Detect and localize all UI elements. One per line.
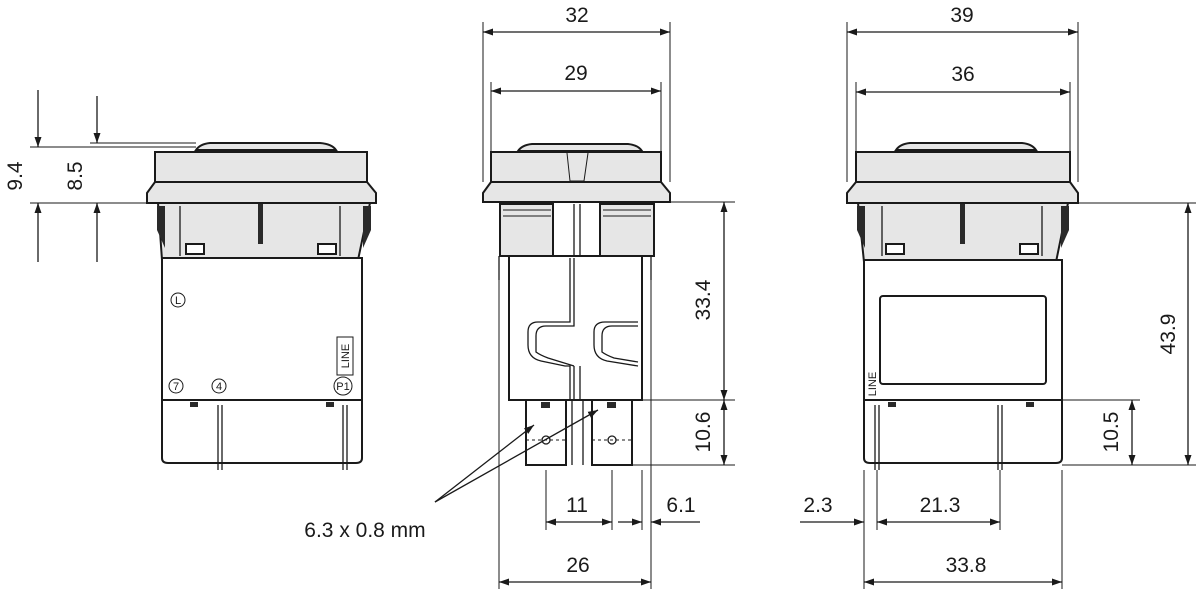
terminal-marker-7 — [168, 378, 184, 394]
dim-total-height-side: 9.4 — [4, 161, 27, 191]
dim-terminal-pitch-rear: 21.3 — [920, 494, 961, 517]
side-view: L 7 4 P1 LINE 9.4 8.5 — [4, 90, 377, 470]
dim-edge-offset-rear: 2.3 — [803, 494, 832, 517]
side-line-box — [336, 336, 354, 376]
side-terminal-housing — [161, 399, 363, 464]
side-clip-left — [157, 206, 165, 248]
terminal-label-P1: P1 — [336, 381, 349, 393]
dim-button-height-side: 8.5 — [64, 161, 87, 190]
terminal-label-4: 4 — [216, 381, 222, 393]
rear-line-label: LINE — [867, 372, 879, 396]
side-latch-left — [185, 243, 205, 255]
terminal-marker-4 — [211, 378, 227, 394]
dim-bezel-width-front: 32 — [565, 4, 588, 27]
side-latch-right — [317, 243, 337, 255]
dim-total-height-rear: 43.9 — [1157, 314, 1180, 355]
terminal-label-7: 7 — [173, 381, 179, 393]
terminal-marker-L — [170, 292, 186, 308]
side-button-cap — [194, 142, 338, 151]
front-terminal-right — [591, 399, 633, 466]
front-housing-left — [499, 203, 554, 257]
side-line-label: LINE — [340, 344, 352, 368]
dim-terminal-offset-front: 6.1 — [666, 494, 695, 517]
dim-terminal-length-rear: 10.5 — [1100, 412, 1123, 453]
dim-bezel-width-rear: 39 — [950, 4, 973, 27]
front-terminal-left — [525, 399, 567, 466]
side-button — [154, 151, 368, 183]
dim-button-width-front: 29 — [564, 62, 587, 85]
dim-terminal-pitch-front: 11 — [566, 494, 588, 517]
dim-terminal-length-front: 10.6 — [692, 412, 715, 453]
rear-button-cap — [894, 142, 1038, 151]
side-body — [161, 257, 363, 401]
side-clip-right — [363, 206, 371, 248]
dim-button-width-rear: 36 — [951, 63, 974, 86]
dim-base-width-rear: 33.8 — [946, 554, 987, 577]
rear-button — [855, 151, 1071, 183]
side-clip-center — [258, 204, 263, 244]
rear-terminal-housing — [863, 399, 1063, 464]
front-contact-right — [593, 321, 639, 367]
front-housing-right — [599, 203, 655, 257]
rear-label-window — [879, 295, 1047, 385]
front-body — [508, 255, 643, 401]
rear-bezel — [846, 181, 1079, 204]
front-contact-left — [527, 258, 571, 400]
front-view: 32 29 33.4 10.6 11 6.1 26 6.3 x 0. — [304, 4, 735, 589]
dim-body-height-front: 33.4 — [692, 279, 715, 320]
terminal-label-L: L — [175, 295, 181, 307]
terminal-spec-label: 6.3 x 0.8 mm — [304, 519, 425, 542]
front-button-cap — [516, 143, 644, 152]
side-bezel — [146, 181, 377, 204]
dim-base-width-front: 26 — [566, 554, 589, 577]
rear-view: LINE 39 36 43.9 10.5 2.3 — [800, 4, 1196, 589]
front-bezel — [482, 181, 671, 203]
terminal-marker-P1 — [333, 376, 353, 396]
front-button — [490, 151, 662, 183]
